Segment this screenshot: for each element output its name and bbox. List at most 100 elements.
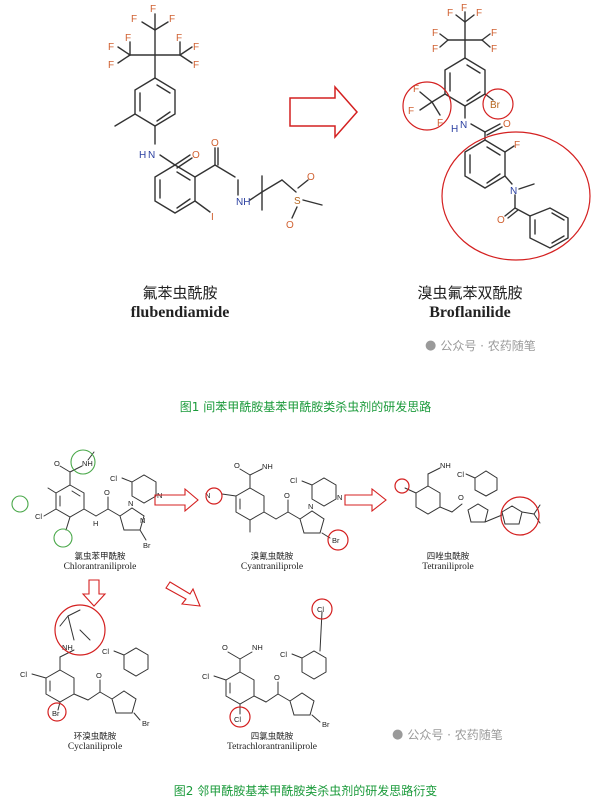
atom-f: F	[432, 44, 438, 55]
highlight-circle	[327, 529, 349, 551]
highlight-circle	[70, 449, 96, 475]
atom-o: O	[503, 119, 511, 130]
atom-o: O	[96, 671, 102, 680]
compound-en-label: Tetrachlorantraniliprole	[226, 742, 318, 752]
highlight-circle	[311, 598, 333, 620]
transform-arrow	[165, 581, 201, 607]
atom-n: N	[337, 493, 342, 502]
atom-f: F	[193, 42, 199, 53]
highlight-circle	[205, 487, 223, 505]
atom-br: Br	[322, 720, 330, 729]
atom-cl: Cl	[290, 476, 297, 485]
highlight-circle	[394, 478, 410, 494]
broflanilide-cn-label: 溴虫氟苯双酰胺	[417, 284, 523, 302]
atom-f: F	[193, 60, 199, 71]
highlight-circle	[47, 702, 67, 722]
cyclaniliprole-structure: NH Cl Br O Br Cl	[20, 604, 150, 728]
atom-n: N	[128, 499, 133, 508]
atom-n: N	[460, 120, 467, 131]
transform-arrow	[81, 579, 107, 607]
watermark: ● 公众号 · 农药随笔	[392, 726, 503, 743]
wechat-icon: ●	[425, 338, 437, 353]
atom-f: F	[491, 28, 497, 39]
highlight-circle	[11, 495, 29, 513]
figure1-caption: 图1 间苯甲酰胺基苯甲酰胺类杀虫剂的研发思路	[179, 400, 432, 414]
compound-en-label: Chlorantraniliprole	[63, 562, 137, 572]
atom-cl: Cl	[202, 672, 209, 681]
atom-f: F	[413, 84, 419, 95]
atom-cl: Cl	[110, 474, 117, 483]
transform-arrow	[289, 85, 358, 139]
transform-arrow	[344, 487, 387, 513]
watermark-text: 公众号 · 农药随笔	[407, 728, 503, 742]
highlight-circle	[441, 131, 591, 261]
atom-cl: Cl	[102, 647, 109, 656]
figure2-caption: 图2 邻甲酰胺基苯甲酰胺类杀虫剂的研发思路衍变	[173, 784, 438, 798]
atom-f: F	[108, 60, 114, 71]
atom-o: O	[497, 215, 505, 226]
highlight-circle	[229, 706, 251, 728]
atom-o: O	[307, 172, 315, 183]
atom-o: O	[192, 150, 200, 161]
atom-f: F	[125, 33, 131, 44]
atom-f: F	[476, 8, 482, 19]
atom-i: I	[211, 212, 214, 223]
atom-h: H	[451, 124, 458, 135]
atom-o: O	[274, 673, 280, 682]
atom-n: N	[308, 502, 313, 511]
transform-arrow	[154, 487, 199, 513]
atom-cl: Cl	[35, 512, 42, 521]
atom-o: O	[54, 459, 60, 468]
atom-h: H	[139, 150, 146, 161]
atom-n: NH	[252, 643, 263, 652]
atom-n: NH	[62, 643, 73, 652]
atom-n: NH	[236, 197, 250, 208]
atom-f: F	[437, 118, 443, 129]
atom-cl: Cl	[234, 715, 241, 724]
flubendiamide-en-label: flubendiamide	[130, 304, 230, 321]
atom-f: F	[491, 44, 497, 55]
flubendiamide-cn-label: 氟苯虫酰胺	[142, 284, 218, 302]
atom-o: O	[284, 491, 290, 500]
atom-f: F	[447, 8, 453, 19]
atom-f: F	[461, 3, 467, 14]
atom-cl: Cl	[280, 650, 287, 659]
atom-n: N	[140, 516, 145, 525]
highlight-circle	[53, 528, 73, 548]
compound-cn-label: 环溴虫酰胺	[73, 732, 117, 742]
atom-n: NH	[262, 462, 273, 471]
broflanilide-structure: F F F F F F F F F F Br N H O F	[402, 3, 591, 261]
atom-o: O	[104, 488, 110, 497]
compound-cn-label: 氯虫苯甲酰胺	[74, 552, 126, 562]
watermark: ● 公众号 · 农药随笔	[425, 337, 536, 354]
atom-n: H	[93, 519, 98, 528]
flubendiamide-structure: F F F F F F F F F N H O I O NH	[108, 4, 323, 231]
cyantraniliprole-structure: O NH N O N Br Cl N	[205, 461, 349, 551]
compound-cn-label: 溴氰虫酰胺	[250, 552, 294, 562]
compound-cn-label: 四氯虫酰胺	[250, 732, 294, 742]
atom-o: O	[211, 138, 219, 149]
tetrachlorantraniliprole-structure: O NH Cl Cl O Br Cl Cl	[202, 598, 333, 729]
atom-cl: Cl	[317, 605, 324, 614]
atom-f: F	[108, 42, 114, 53]
atom-o: O	[234, 461, 240, 470]
atom-f: F	[150, 4, 156, 15]
compound-en-label: Cyclaniliprole	[67, 742, 123, 752]
broflanilide-en-label: Broflanilide	[429, 304, 511, 321]
atom-f: F	[169, 14, 175, 25]
compound-en-label: Cyantraniliprole	[240, 562, 304, 572]
atom-f: F	[176, 33, 182, 44]
atom-s: S	[294, 196, 301, 207]
highlight-circle	[500, 496, 540, 536]
atom-br: Br	[332, 536, 340, 545]
highlight-circle	[402, 81, 452, 131]
atom-cl: Cl	[20, 670, 27, 679]
tetraniliprole-structure: NH O Cl	[394, 461, 541, 536]
atom-n: NH	[82, 459, 93, 468]
atom-o: O	[458, 493, 464, 502]
highlight-circle	[54, 604, 106, 656]
atom-br: Br	[143, 541, 151, 550]
atom-br: Br	[52, 709, 60, 718]
atom-f: F	[131, 14, 137, 25]
